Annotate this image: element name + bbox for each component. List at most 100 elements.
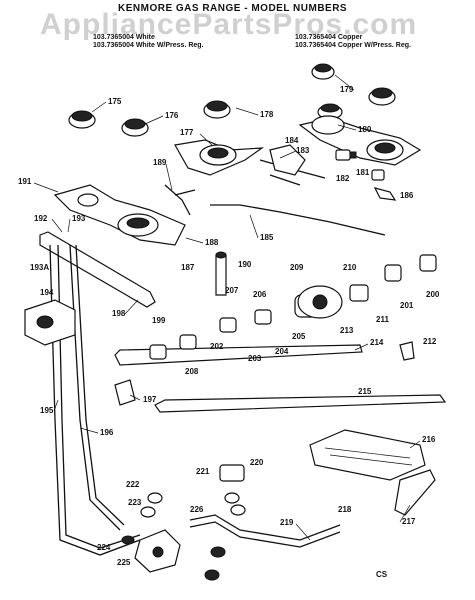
burner-cap-179 — [368, 87, 396, 106]
valve-202 — [219, 317, 237, 333]
label-224: 224 — [97, 543, 111, 552]
label-194: 194 — [40, 288, 54, 297]
label-175: 175 — [108, 97, 122, 106]
label-201: 201 — [400, 301, 414, 310]
label-219: 219 — [280, 518, 294, 527]
label-217: 217 — [402, 517, 416, 526]
safety-valve-225 — [134, 529, 181, 573]
label-218: 218 — [338, 505, 352, 514]
label-211: 211 — [376, 315, 389, 324]
label-221: 221 — [196, 467, 210, 476]
label-189: 189 — [153, 158, 167, 167]
label-176: 176 — [165, 111, 179, 120]
pilot-190 — [215, 251, 227, 296]
pressure-regulator-194 — [24, 299, 76, 346]
thermostat-213 — [297, 285, 343, 319]
label-215: 215 — [358, 387, 372, 396]
ignitor-184 — [269, 144, 306, 176]
label-184: 184 — [285, 136, 299, 145]
manifold-pipe-214 — [114, 344, 363, 366]
label-188: 188 — [205, 238, 219, 247]
bracket-215 — [154, 394, 447, 413]
label-193: 193 — [72, 214, 86, 223]
label-220: 220 — [250, 458, 264, 467]
valve-201r — [384, 264, 402, 282]
burner-cap-175 — [68, 110, 96, 129]
label-202: 202 — [210, 342, 224, 351]
label-183: 183 — [296, 146, 310, 155]
label-210: 210 — [343, 263, 357, 272]
valve-182 — [335, 149, 357, 161]
label-179: 179 — [340, 85, 354, 94]
label-209: 209 — [290, 263, 304, 272]
label-196: 196 — [100, 428, 114, 437]
label-199: 199 — [152, 316, 166, 325]
fitting-212 — [399, 341, 415, 361]
valve-211 — [349, 284, 369, 302]
label-208: 208 — [185, 367, 199, 376]
label-187: 187 — [181, 263, 195, 272]
watermark: AppliancePartsPros.com — [40, 8, 418, 41]
label-225: 225 — [117, 558, 131, 567]
label-177: 177 — [180, 128, 194, 137]
label-213: 213 — [340, 326, 354, 335]
header-title: KENMORE GAS RANGE - MODEL NUMBERS — [118, 3, 348, 14]
label-223: 223 — [128, 498, 142, 507]
clip-186 — [373, 187, 397, 201]
model-line-2a: 103.7365004 White W/Press. Reg. — [93, 42, 204, 49]
label-226: 226 — [190, 505, 204, 514]
label-222: 222 — [126, 480, 140, 489]
valve-201 — [179, 334, 197, 350]
model-line-1b: 103.7365404 Copper — [295, 34, 363, 41]
burner-cap-mid-right — [317, 103, 343, 120]
fitting-224 — [121, 535, 135, 545]
leader-lines — [33, 74, 421, 541]
venturi-tube-189 — [164, 184, 196, 216]
fitting-209 — [230, 504, 246, 516]
fitting-197 — [114, 379, 136, 406]
model-line-2b: 103.7365404 Copper W/Press. Reg. — [295, 42, 411, 49]
fitting-199 — [210, 546, 226, 558]
label-204: 204 — [275, 347, 289, 356]
label-186: 186 — [400, 191, 414, 200]
label-216: 216 — [422, 435, 436, 444]
burner-head-177 — [174, 139, 265, 176]
label-212: 212 — [423, 337, 437, 346]
oven-burner-tube-217 — [394, 469, 436, 516]
valve-181 — [371, 169, 385, 181]
label-193A: 193A — [30, 263, 49, 272]
label-180: 180 — [358, 125, 372, 134]
label-198: 198 — [112, 309, 126, 318]
fitting-222 — [147, 492, 163, 504]
label-192: 192 — [34, 214, 48, 223]
fitting-205 — [204, 569, 220, 581]
fitting-223 — [140, 506, 156, 518]
label-197: 197 — [143, 395, 157, 404]
label-207: 207 — [225, 286, 239, 295]
gas-line-219 — [189, 514, 341, 548]
label-205: 205 — [292, 332, 306, 341]
fitting-218 — [224, 492, 240, 504]
corner-code: CS — [376, 570, 388, 579]
label-214: 214 — [370, 338, 384, 347]
burner-cap-176 — [121, 118, 149, 137]
part-labels: 175 176 177 178 179 180 181 182 183 184 … — [18, 85, 440, 567]
label-200: 200 — [426, 290, 440, 299]
thermostat-bulb-220 — [219, 464, 245, 482]
model-line-1a: 103.7365004 White — [93, 34, 155, 41]
label-181: 181 — [356, 168, 370, 177]
valve-203b — [254, 309, 272, 325]
valve-200 — [419, 254, 437, 272]
label-203: 203 — [248, 354, 262, 363]
oven-burner-216 — [309, 429, 426, 481]
burner-head-191 — [53, 184, 186, 246]
burner-cap-top-left — [203, 100, 231, 119]
label-195: 195 — [40, 406, 54, 415]
label-206: 206 — [253, 290, 267, 299]
label-191: 191 — [18, 177, 32, 186]
label-182: 182 — [336, 174, 350, 183]
burner-cap-top-right — [311, 63, 335, 80]
label-190: 190 — [238, 260, 252, 269]
label-185: 185 — [260, 233, 274, 242]
